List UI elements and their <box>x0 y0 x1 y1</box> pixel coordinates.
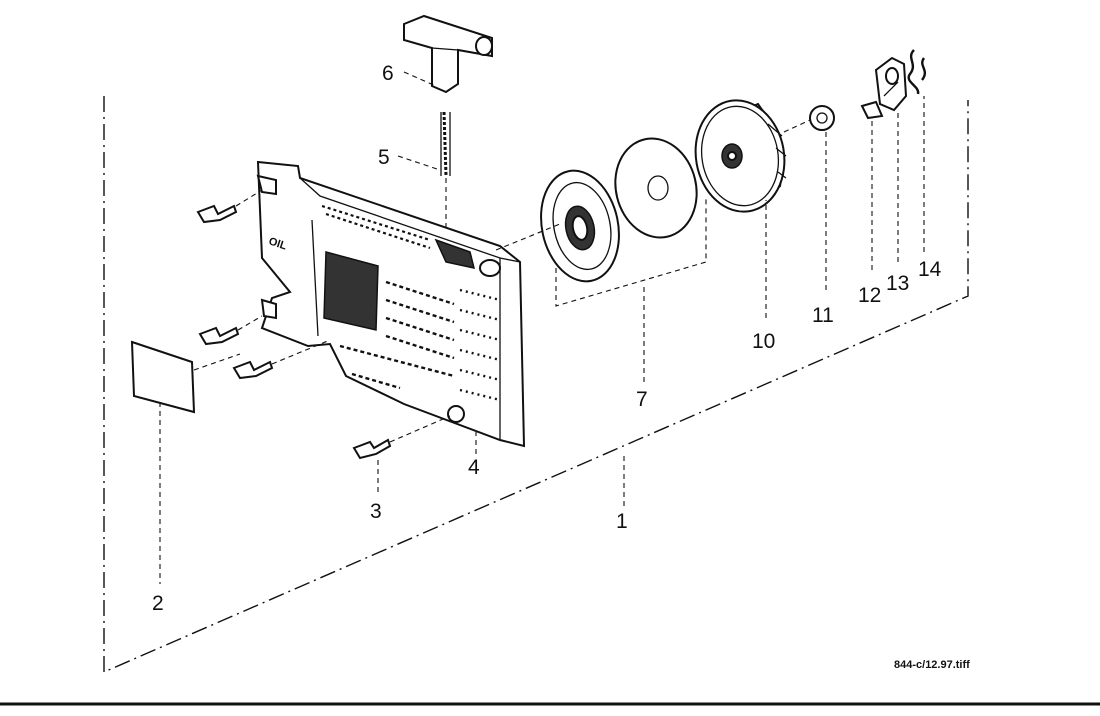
file-reference: 844-c/12.97.tiff <box>894 659 970 671</box>
part-label-1: 1 <box>616 510 628 533</box>
starter-handle <box>403 14 493 94</box>
pulley-axis <box>783 119 811 133</box>
pawl-plate <box>874 56 908 112</box>
starter-housing <box>256 160 526 448</box>
spring-cassette <box>540 169 620 283</box>
pawl <box>860 100 884 120</box>
screw-axis-2 <box>237 315 263 331</box>
rope-pulley <box>694 99 787 213</box>
part-label-14: 14 <box>918 258 942 281</box>
decal-plate <box>130 340 196 414</box>
leader-5 <box>397 155 441 171</box>
bracket-7 <box>555 196 707 307</box>
washer <box>809 105 835 131</box>
screw-axis-1 <box>235 189 263 207</box>
part-label-7: 7 <box>636 388 648 411</box>
screw-axis-3 <box>271 339 331 365</box>
leader-6 <box>403 71 437 87</box>
part-label-5: 5 <box>378 146 390 169</box>
decal-axis <box>193 353 241 371</box>
part-label-12: 12 <box>858 284 881 307</box>
starter-rope <box>440 111 451 177</box>
part-label-6: 6 <box>382 62 394 85</box>
part-label-10: 10 <box>752 330 775 353</box>
assembly-axis <box>495 223 561 251</box>
spring-clip <box>907 49 927 95</box>
housing-oil-marking: OIL <box>267 235 288 252</box>
part-label-13: 13 <box>886 272 909 295</box>
part-label-2: 2 <box>152 592 164 615</box>
screw <box>196 204 392 460</box>
cassette-cover <box>614 137 698 239</box>
part-label-4: 4 <box>468 456 480 479</box>
assembly-frame <box>103 96 969 674</box>
part-label-3: 3 <box>370 500 382 523</box>
part-label-11: 11 <box>812 304 834 327</box>
screw-axis-4 <box>389 415 451 443</box>
